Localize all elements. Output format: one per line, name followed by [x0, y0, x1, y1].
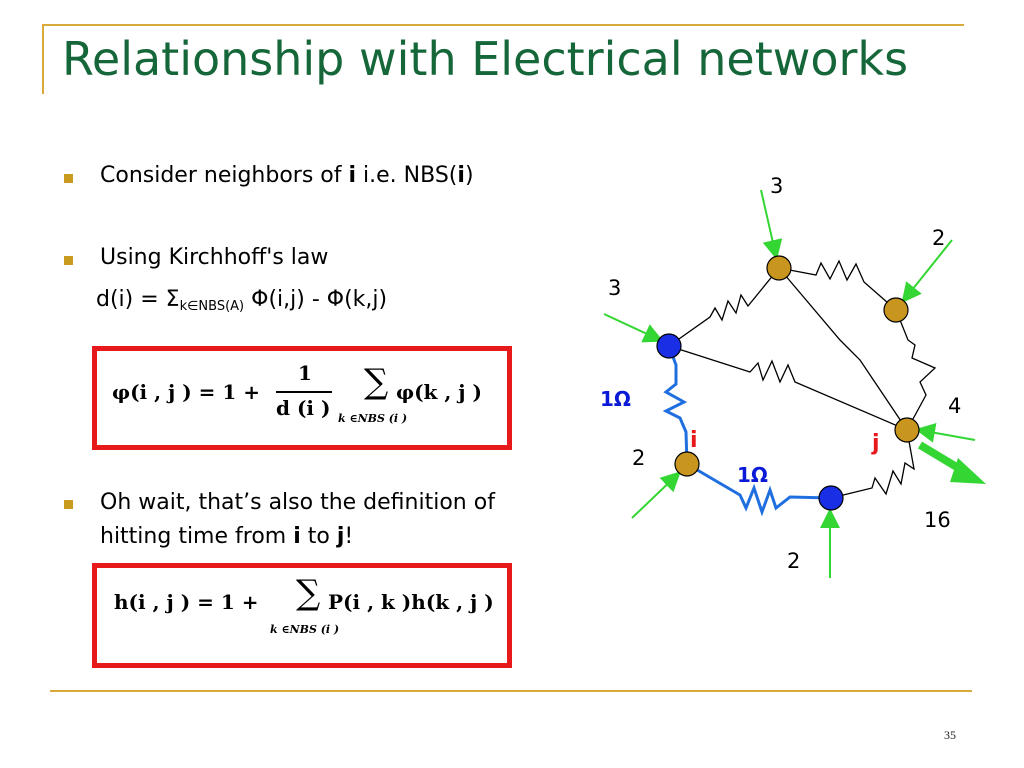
- formula2-term: P(i , k )h(k , j ): [328, 590, 494, 614]
- label-inflow-top: 3: [770, 174, 783, 198]
- resistor-edges: [668, 259, 937, 499]
- formula2-lhs: h(i , j ) = 1 +: [114, 590, 259, 614]
- formula1-lhs: φ(i , j ) = 1 +: [112, 380, 261, 404]
- bullet-hitting-time-line1: Oh wait, that’s also the definition of: [100, 490, 495, 515]
- node-i: [674, 451, 700, 477]
- bullet-text: !: [344, 524, 354, 549]
- equation-text: d(i) = Σ: [96, 287, 180, 312]
- label-inflow-bottom: 2: [787, 549, 800, 573]
- label-node-j: j: [871, 431, 880, 456]
- node-top: [766, 255, 792, 281]
- kirchhoff-equation: d(i) = Σk∈NBS(A) Φ(i,j) - Φ(k,j): [96, 287, 387, 314]
- node-blue-bottom: [818, 485, 844, 511]
- node-blue-left: [656, 333, 682, 359]
- formula-box-hitting-time: [92, 563, 512, 668]
- bullet-text: hitting time from: [100, 524, 294, 549]
- bold-i: i: [457, 163, 465, 188]
- electrical-network-diagram: 3 2 3 4 2 16 2 1Ω 1Ω i j: [600, 174, 986, 578]
- sum-subscript: k ∈NBS (i ): [270, 623, 340, 636]
- label-resistance-1: 1Ω: [600, 387, 631, 411]
- formula1-term: φ(k , j ): [396, 380, 482, 404]
- bullet-text: Consider neighbors of: [100, 163, 349, 188]
- bullet-text: i.e. NBS(: [356, 163, 458, 188]
- formula1-denominator: d (i ): [276, 396, 331, 420]
- slide-title: Relationship with Electrical networks: [62, 32, 909, 86]
- equation-text: Φ(i,j) - Φ(k,j): [244, 287, 388, 312]
- label-inflow-top-right: 2: [932, 226, 945, 250]
- label-inflow-bottom-left: 2: [632, 446, 645, 470]
- label-inflow-left: 3: [608, 276, 621, 300]
- bullet-text: ): [464, 163, 474, 188]
- bottom-rule: [50, 690, 972, 692]
- node-j: [894, 417, 920, 443]
- sum-symbol: ∑: [296, 573, 321, 613]
- sum-symbol: ∑: [364, 362, 389, 402]
- bullet-kirchhoff: Using Kirchhoff's law: [100, 245, 329, 270]
- bold-i: i: [293, 524, 301, 549]
- node-top-right: [883, 297, 909, 323]
- bullet-neighbors: Consider neighbors of i i.e. NBS(i): [100, 163, 474, 188]
- label-resistance-2: 1Ω: [737, 463, 768, 487]
- sum-subscript: k ∈NBS (i ): [338, 412, 408, 425]
- label-inflow-right: 4: [948, 394, 961, 418]
- formula1-numerator: 1: [298, 361, 312, 385]
- page-number: 35: [944, 728, 956, 742]
- bullet-text: to: [300, 524, 337, 549]
- top-rule: [42, 24, 964, 26]
- bold-j: j: [336, 524, 345, 549]
- fraction-bar: [276, 391, 332, 393]
- label-node-i: i: [690, 428, 698, 453]
- blue-wires: [662, 345, 832, 517]
- bullet-marker: [64, 174, 73, 183]
- left-rule: [42, 24, 44, 94]
- outflow-arrow: [917, 441, 986, 484]
- bullet-marker: [64, 500, 73, 509]
- bullet-hitting-time-line2: hitting time from i to j!: [100, 524, 353, 549]
- formula-box-potential: [92, 346, 512, 450]
- current-arrows: [603, 189, 976, 578]
- bold-i: i: [348, 163, 357, 188]
- label-outflow: 16: [924, 508, 951, 532]
- bullet-marker: [64, 256, 73, 265]
- equation-subscript: k∈NBS(A): [179, 299, 245, 314]
